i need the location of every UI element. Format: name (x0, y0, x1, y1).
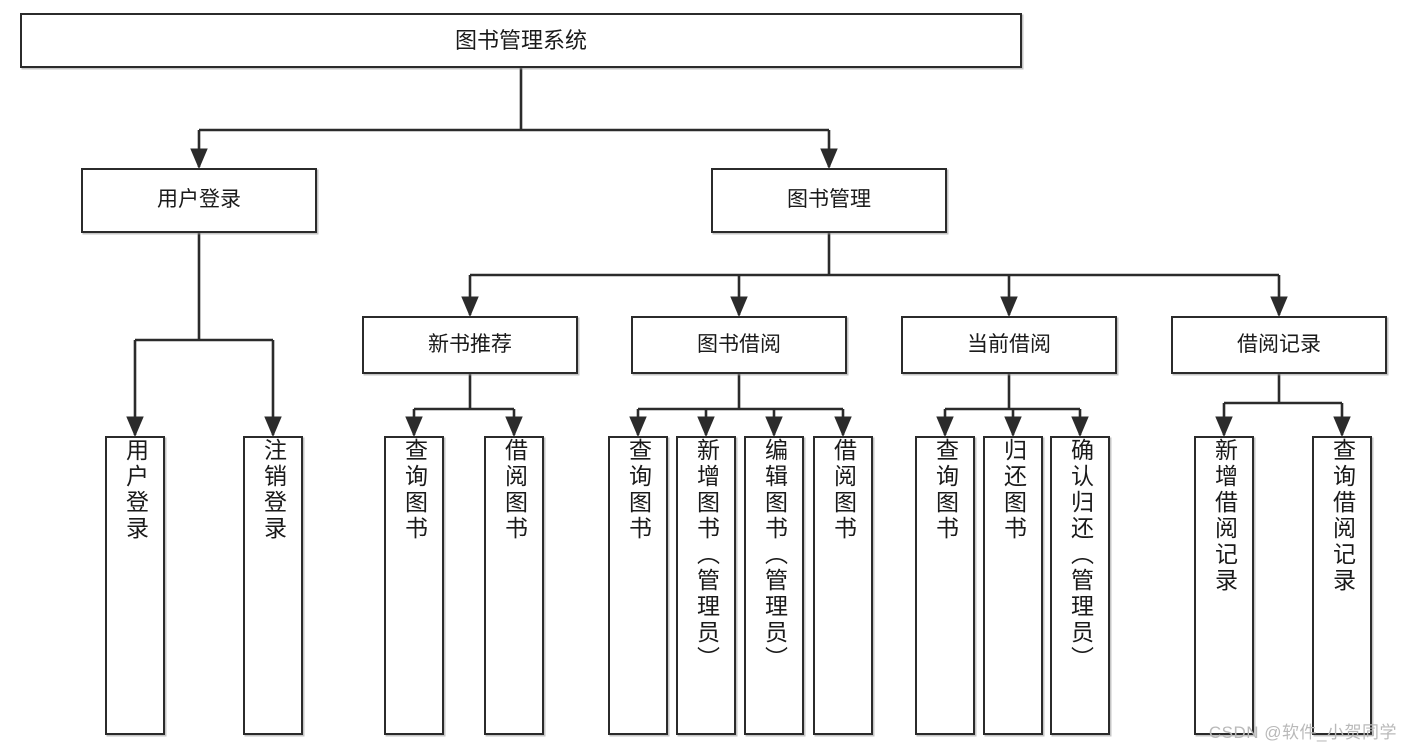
node-label: 图书借阅 (697, 332, 781, 356)
node-leaf-borrow-book-2[interactable]: 借阅图书 (813, 436, 873, 735)
node-leaf-query-book-1[interactable]: 查询图书 (384, 436, 444, 735)
node-leaf-add-book[interactable]: 新增图书（管理员） (676, 436, 736, 735)
node-label: 新增图书（管理员） (693, 438, 720, 672)
node-book-borrow[interactable]: 图书借阅 (631, 316, 847, 374)
node-label: 编辑图书（管理员） (761, 438, 788, 672)
node-label: 图书管理系统 (454, 27, 587, 53)
edges-group (126, 68, 1351, 438)
node-current-borrow[interactable]: 当前借阅 (901, 316, 1117, 374)
node-leaf-edit-book[interactable]: 编辑图书（管理员） (744, 436, 804, 735)
node-book-manage[interactable]: 图书管理 (711, 168, 947, 233)
node-new-book-recommend[interactable]: 新书推荐 (362, 316, 578, 374)
node-label: 查询图书 (401, 438, 428, 542)
node-borrow-record[interactable]: 借阅记录 (1171, 316, 1387, 374)
node-label: 新增借阅记录 (1211, 438, 1238, 594)
node-leaf-query-book-3[interactable]: 查询图书 (915, 436, 975, 735)
node-leaf-borrow-book-1[interactable]: 借阅图书 (484, 436, 544, 735)
node-leaf-return-book[interactable]: 归还图书 (983, 436, 1043, 735)
node-label: 用户登录 (122, 438, 149, 542)
node-label: 借阅图书 (501, 438, 528, 542)
node-label: 查询图书 (625, 438, 652, 542)
watermark-label: CSDN @软件_小贺同学 (1208, 723, 1397, 742)
node-label: 借阅记录 (1237, 332, 1321, 356)
node-leaf-query-book-2[interactable]: 查询图书 (608, 436, 668, 735)
node-label: 当前借阅 (967, 332, 1051, 356)
node-label: 查询图书 (932, 438, 959, 542)
node-label: 用户登录 (157, 188, 241, 212)
node-leaf-logout[interactable]: 注销登录 (243, 436, 303, 735)
node-leaf-add-record[interactable]: 新增借阅记录 (1194, 436, 1254, 735)
node-label: 归还图书 (1000, 438, 1027, 542)
node-leaf-user-login[interactable]: 用户登录 (105, 436, 165, 735)
node-label: 确认归还（管理员） (1067, 438, 1094, 672)
node-leaf-confirm-return[interactable]: 确认归还（管理员） (1050, 436, 1110, 735)
node-label: 新书推荐 (428, 332, 512, 356)
node-label: 查询借阅记录 (1329, 438, 1356, 594)
node-root-图书管理系统[interactable]: 图书管理系统 (20, 13, 1022, 68)
node-label: 注销登录 (260, 438, 287, 542)
node-leaf-query-record[interactable]: 查询借阅记录 (1312, 436, 1372, 735)
node-user-login[interactable]: 用户登录 (81, 168, 317, 233)
node-label: 图书管理 (787, 188, 871, 212)
node-label: 借阅图书 (830, 438, 857, 542)
